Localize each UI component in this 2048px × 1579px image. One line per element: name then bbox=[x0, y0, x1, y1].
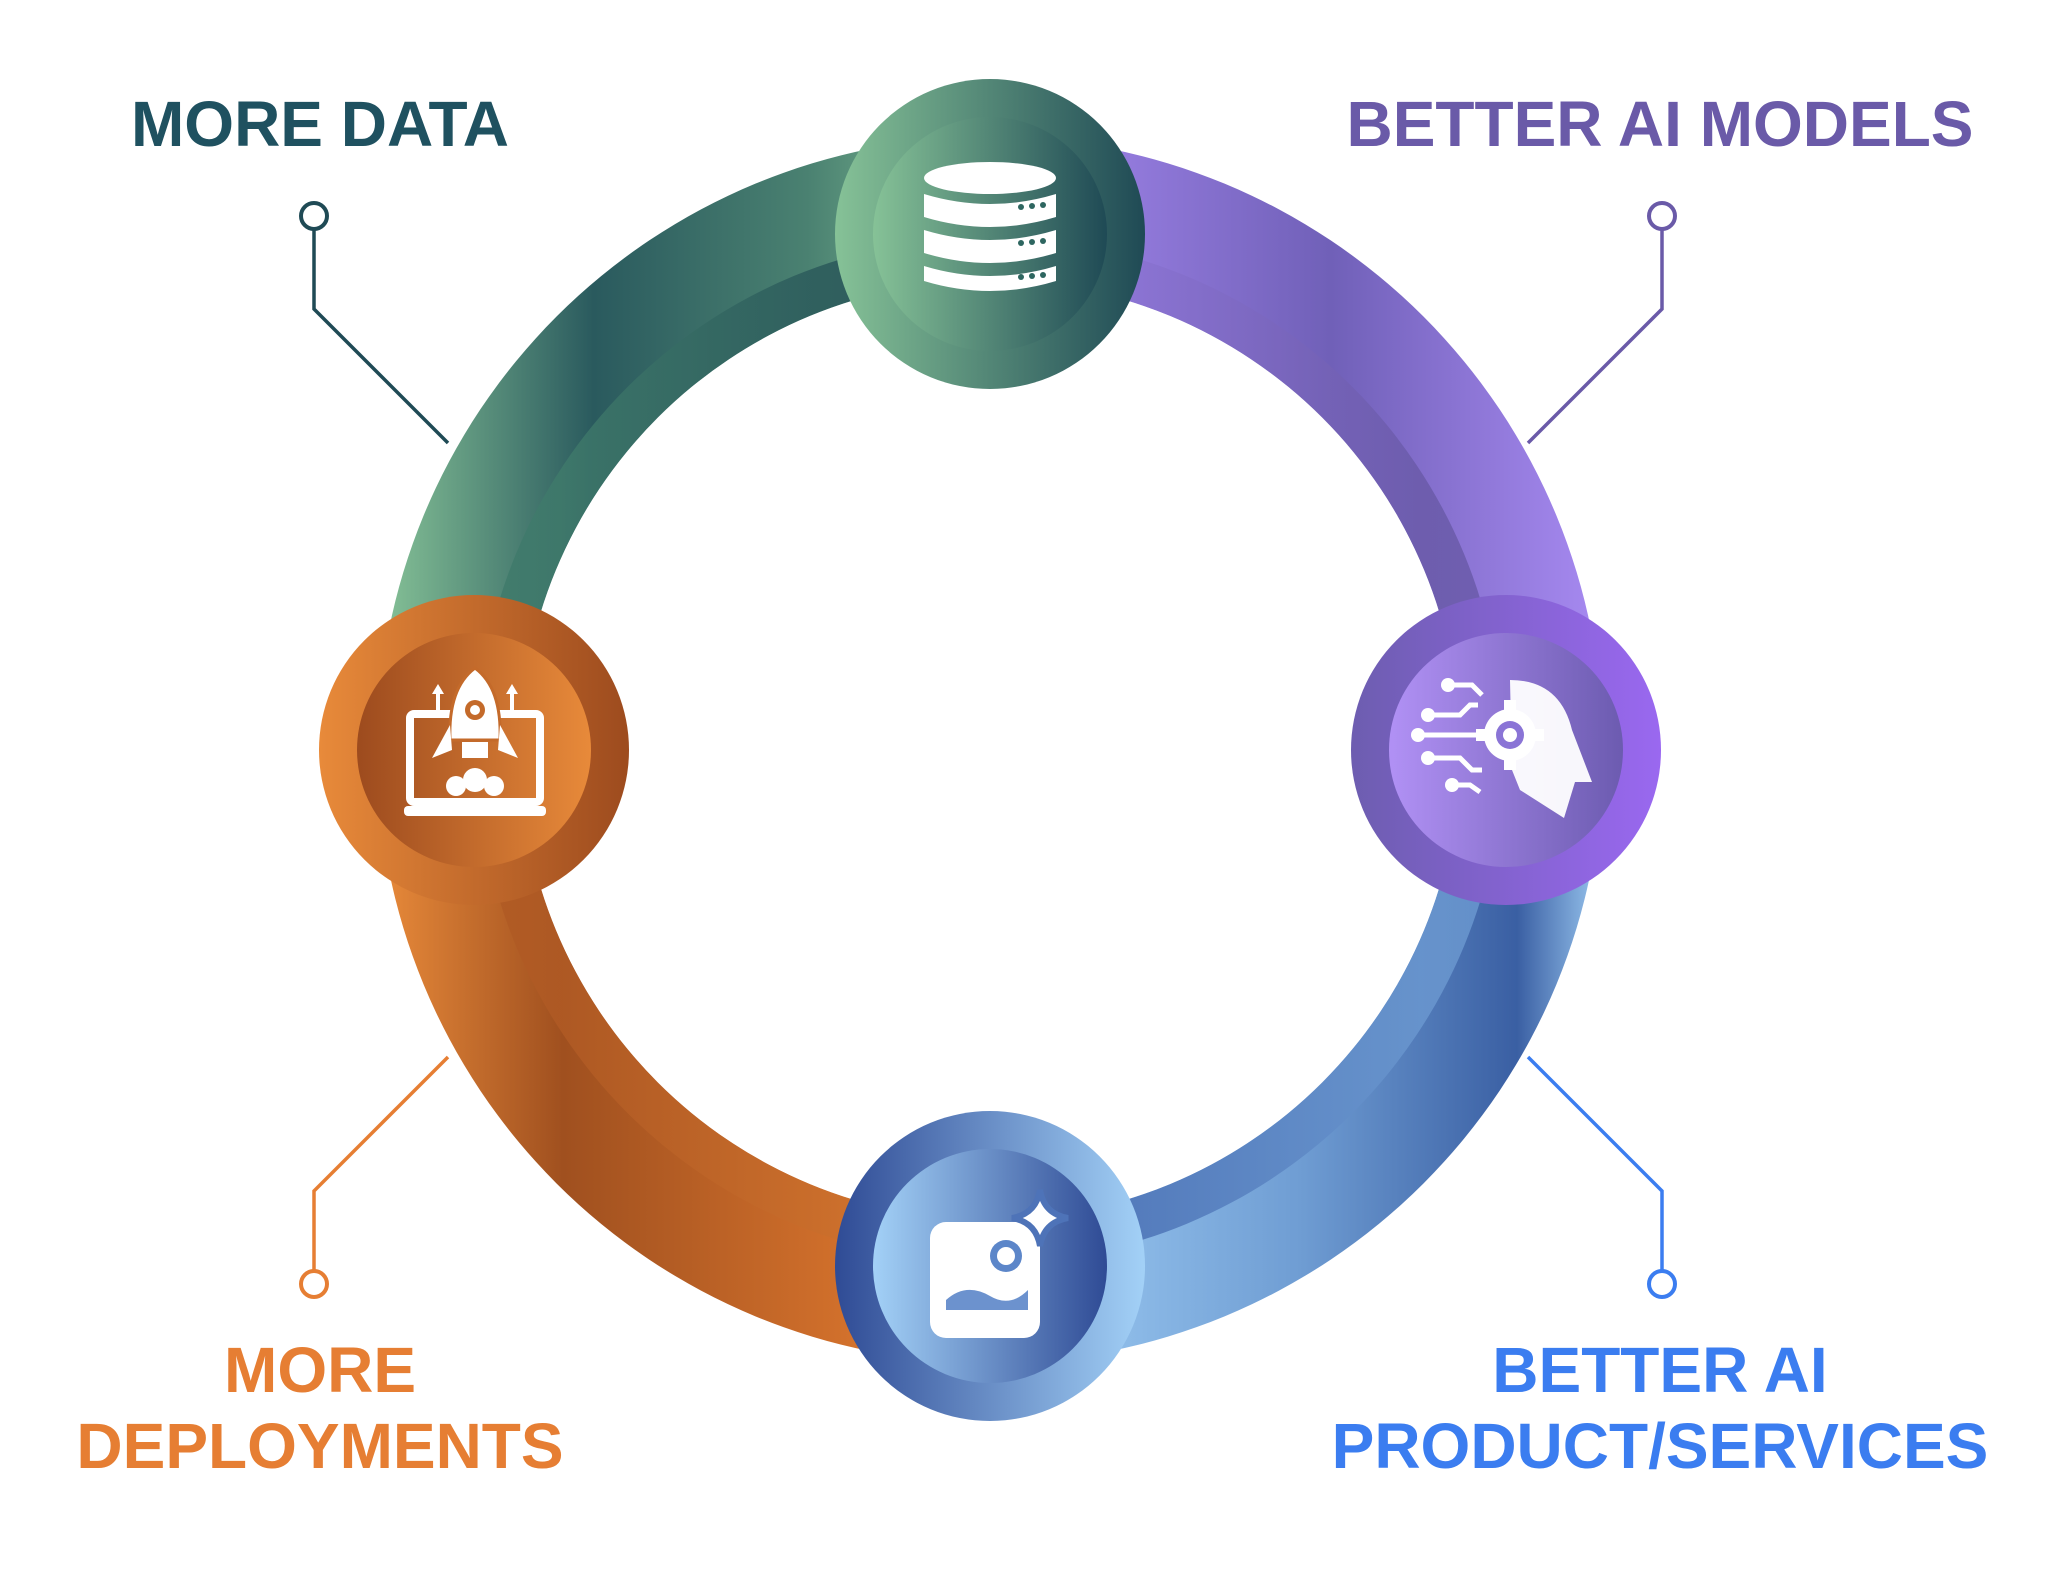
ai-image-sparkle-icon bbox=[930, 1189, 1069, 1338]
node-better-models bbox=[1351, 595, 1661, 905]
connector-more-deployments bbox=[299, 1055, 450, 1299]
stage-label-better-models: BETTER AI MODELS bbox=[1330, 86, 1990, 162]
stage-label-line: MORE bbox=[224, 1334, 416, 1406]
ring-inner-band-purple bbox=[990, 237, 1503, 750]
ring-inner-band-green bbox=[477, 237, 990, 750]
rocket-laptop-icon bbox=[404, 666, 546, 816]
connector-better-models bbox=[1526, 201, 1677, 445]
cycle-ring bbox=[377, 137, 1603, 1363]
stage-label-line: BETTER AI MODELS bbox=[1346, 88, 1974, 160]
node-better-products bbox=[835, 1111, 1145, 1421]
node-more-deployments bbox=[319, 595, 629, 905]
ring-inner-band-orange bbox=[477, 750, 990, 1263]
ai-brain-gear-icon bbox=[1411, 678, 1592, 818]
database-icon bbox=[924, 162, 1056, 291]
stage-label-line: DEPLOYMENTS bbox=[76, 1410, 564, 1482]
stage-label-line: MORE DATA bbox=[130, 88, 510, 160]
connector-lines bbox=[299, 201, 1677, 1299]
stage-label-more-data: MORE DATA bbox=[100, 86, 540, 162]
stage-label-line: BETTER AI bbox=[1492, 1334, 1828, 1406]
ring-inner-band-blue bbox=[990, 750, 1503, 1263]
stage-label-more-deployments: MORE DEPLOYMENTS bbox=[40, 1332, 600, 1484]
stage-label-better-products: BETTER AI PRODUCT/SERVICES bbox=[1300, 1332, 2020, 1484]
connector-more-data bbox=[299, 201, 450, 445]
connector-better-products bbox=[1526, 1055, 1677, 1299]
node-more-data bbox=[835, 79, 1145, 389]
stage-label-line: PRODUCT/SERVICES bbox=[1331, 1410, 1989, 1482]
